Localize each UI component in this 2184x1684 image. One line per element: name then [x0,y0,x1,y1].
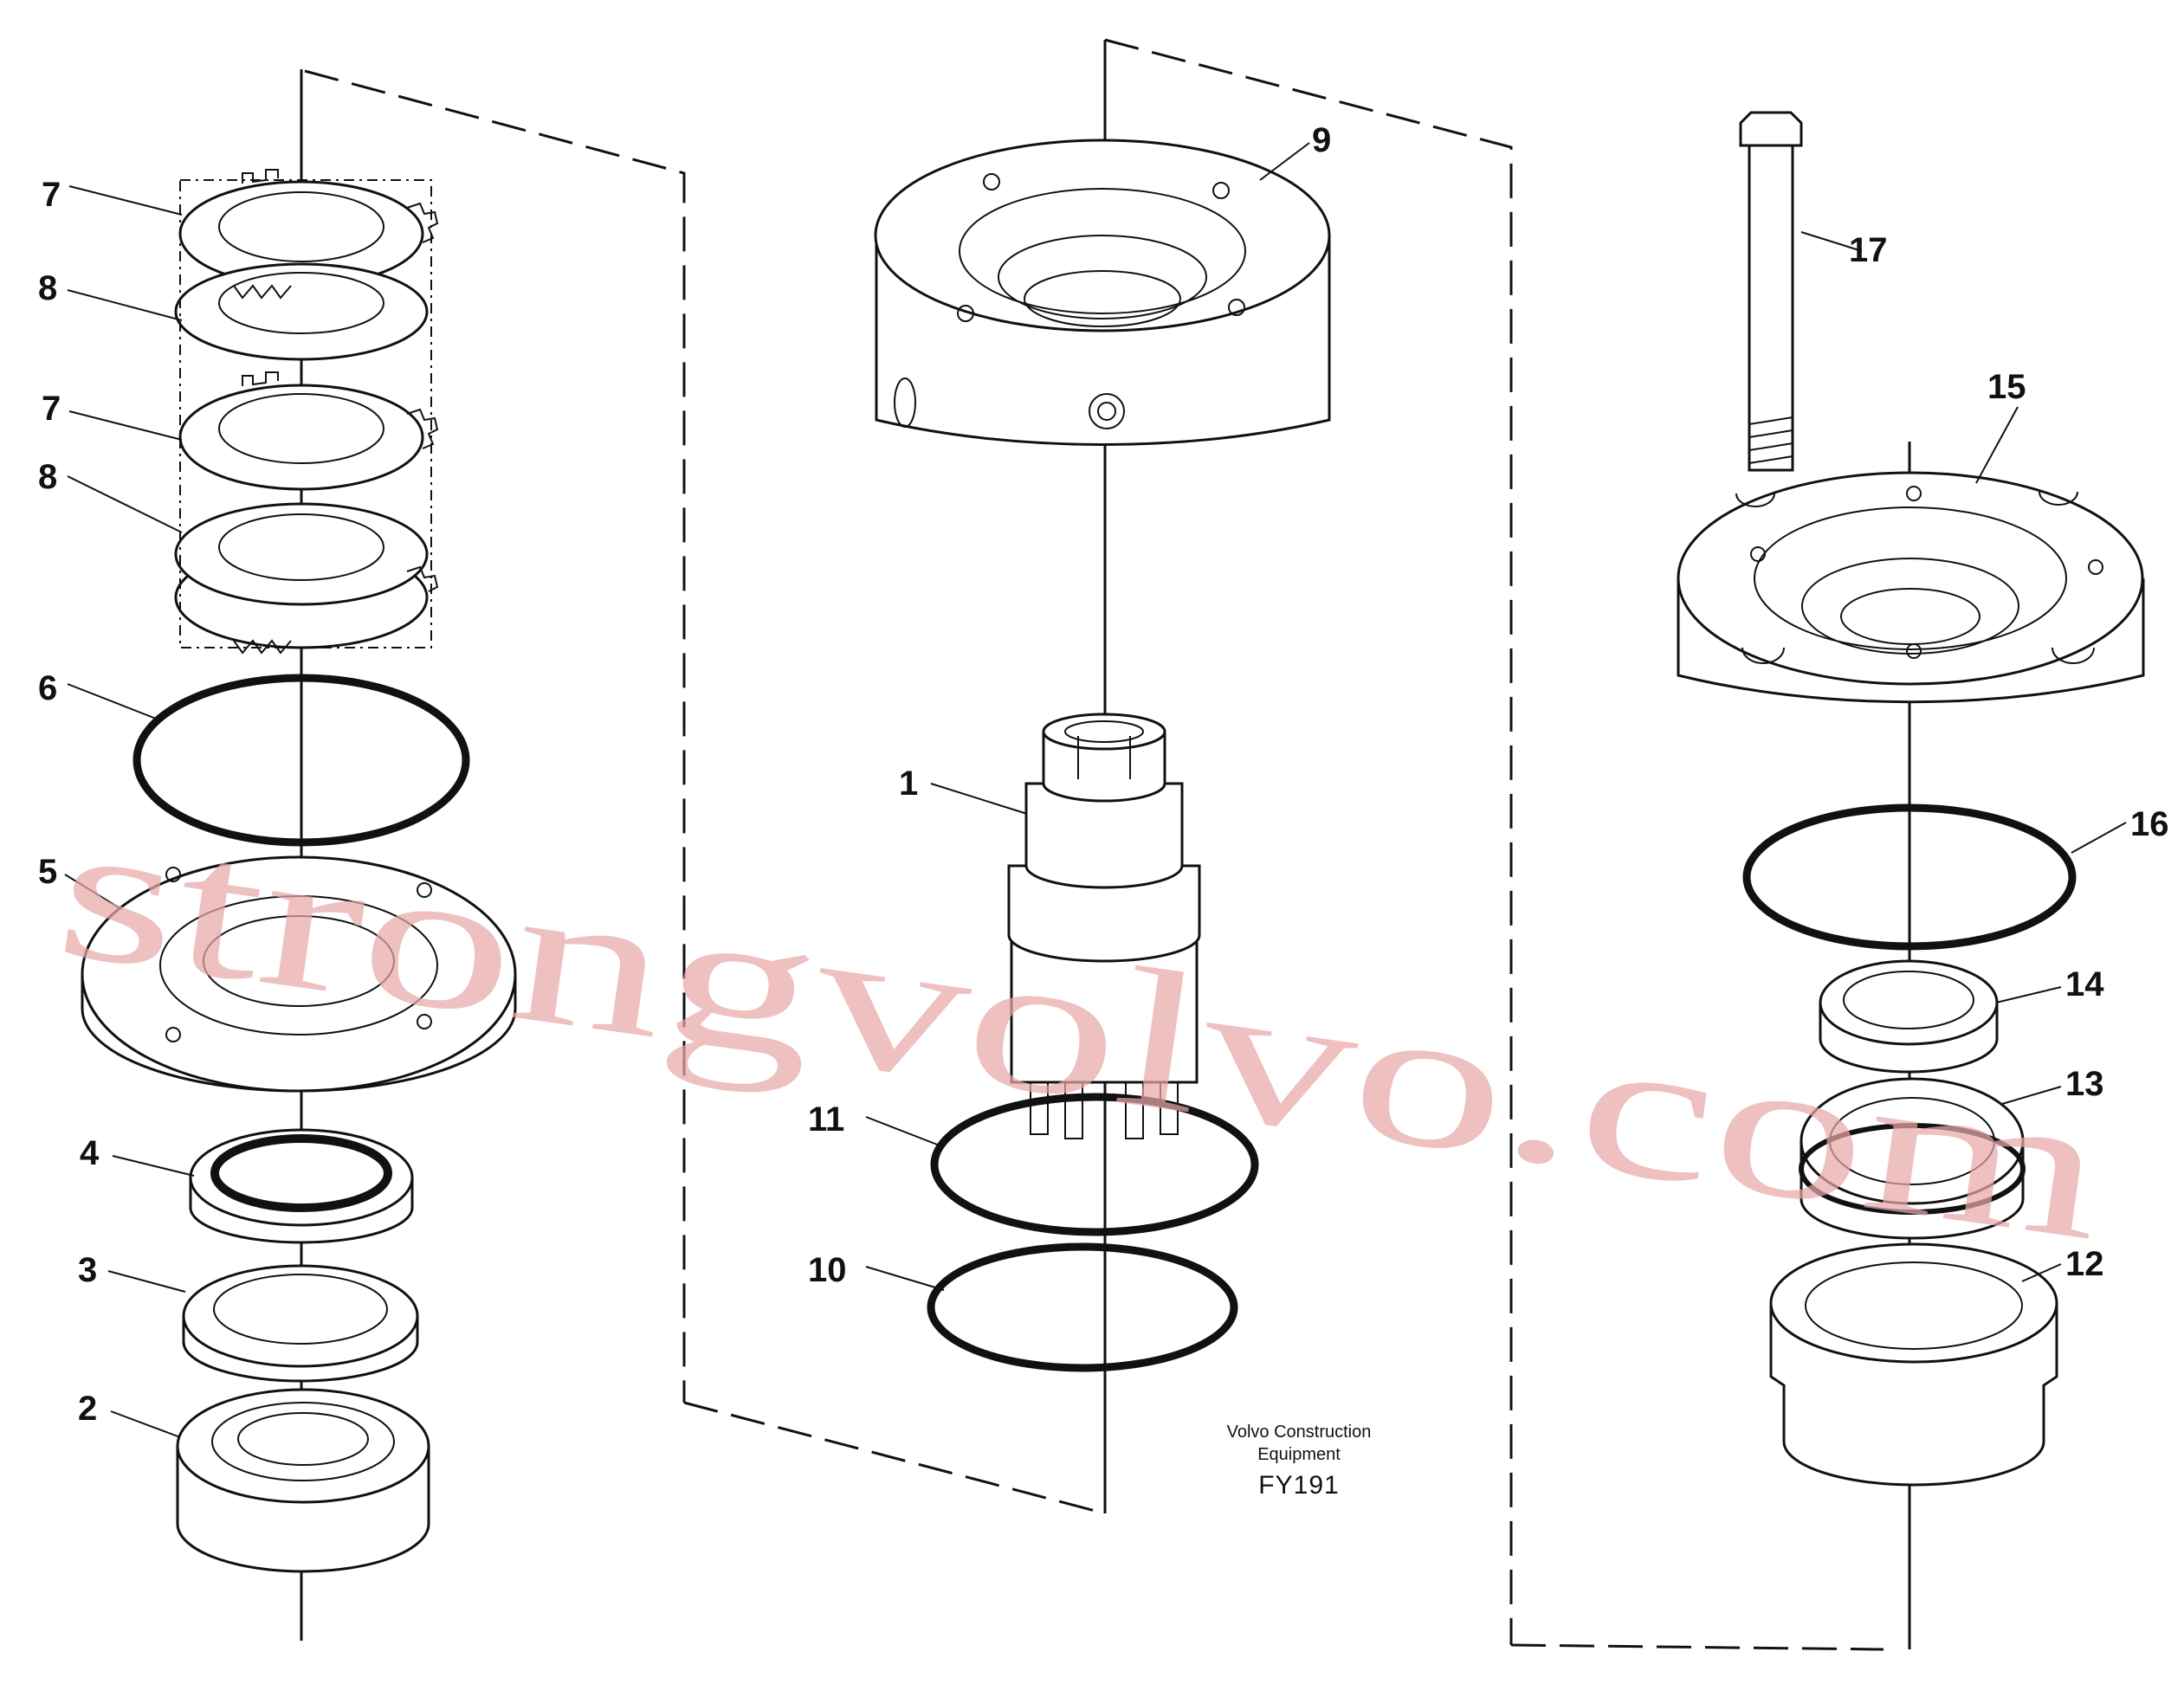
caption-line-2: Equipment [1257,1445,1341,1464]
part-8-upper-washer [174,262,429,361]
part-13-seal [1799,1077,2026,1240]
label-part-16: 16 [2130,805,2169,843]
caption-line-1: Volvo Construction [1227,1423,1372,1442]
clutch-pack-outline [179,179,432,648]
label-part-5: 5 [38,853,57,891]
part-3-ring [182,1264,419,1383]
part-12-ring [1769,1242,2058,1487]
label-part-14: 14 [2065,965,2104,1003]
part-5-flange-plate [81,855,517,1093]
part-9-housing [874,139,1331,446]
part-15-flange [1677,471,2145,704]
part-6-o-ring [132,674,470,847]
label-part-12: 12 [2065,1245,2104,1283]
part-11-o-ring [930,1093,1259,1236]
label-part-2: 2 [78,1390,97,1428]
leader-lines [64,142,2127,1438]
label-part-8-upper: 8 [38,269,57,307]
part-1-shaft [1007,713,1201,1139]
part-16-o-ring [1742,803,2077,951]
label-part-17: 17 [1849,231,1888,269]
part-17-bolt [1739,111,1803,472]
label-part-10: 10 [808,1251,847,1289]
part-2-bearing [176,1388,430,1573]
label-part-7-lower: 7 [42,390,61,428]
label-part-8-lower: 8 [38,458,57,496]
part-number-labels: 7 8 7 8 6 5 4 3 2 9 1 11 10 17 15 16 14 … [38,121,2169,1428]
label-part-13: 13 [2065,1065,2104,1103]
part-4-seal [189,1128,414,1244]
part-10-o-ring [927,1242,1238,1372]
construction-planes [304,38,1884,1651]
label-part-15: 15 [1987,368,2026,406]
label-part-3: 3 [78,1251,97,1289]
diagram-caption: Volvo Construction Equipment FY191 [1227,1423,1372,1500]
part-8-lower-washer [174,502,439,655]
part-7-upper-disc [178,169,439,287]
label-part-4: 4 [80,1134,100,1172]
label-part-1: 1 [899,765,918,803]
part-14-bearing [1819,959,1999,1074]
label-part-7-upper: 7 [42,176,61,214]
label-part-9: 9 [1312,121,1331,159]
label-part-11: 11 [808,1100,844,1139]
label-part-6: 6 [38,669,57,707]
part-7-lower-disc [178,371,439,491]
caption-code: FY191 [1258,1471,1339,1500]
